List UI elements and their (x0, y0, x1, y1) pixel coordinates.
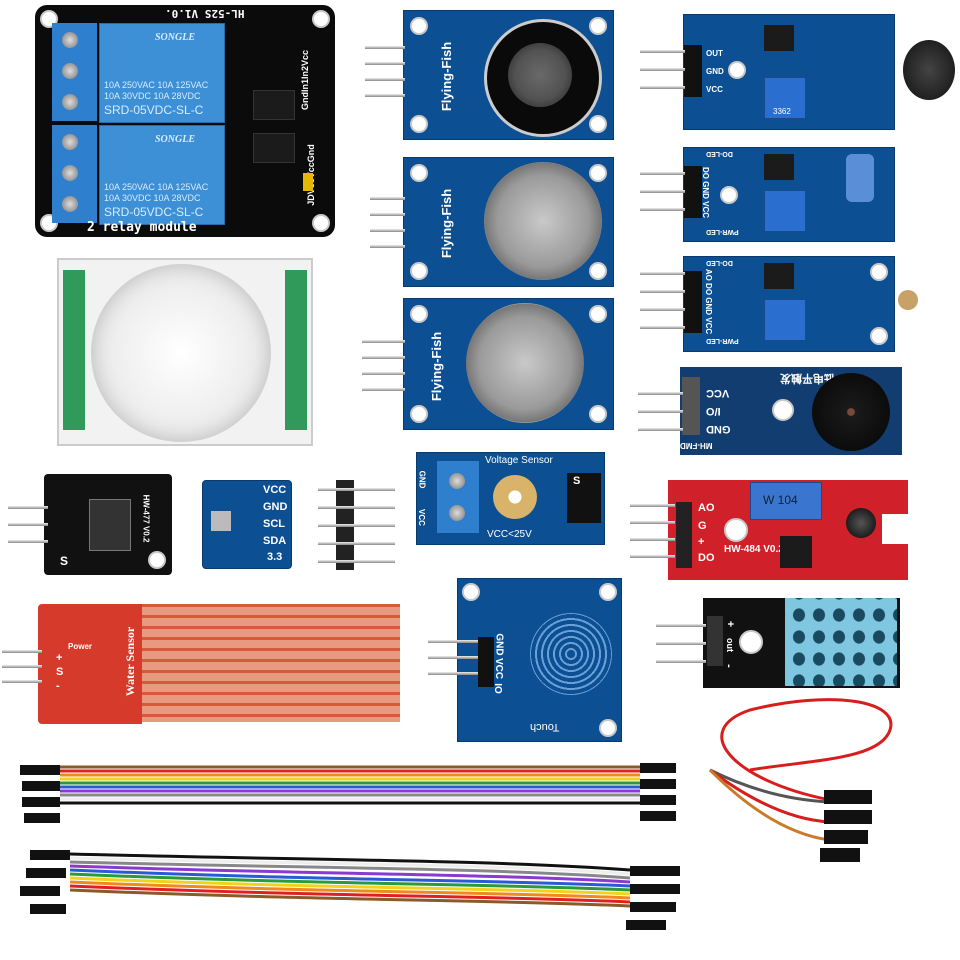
gas-sensor-2: Flying-Fish (403, 157, 614, 287)
gas-sensor-3-label: Flying-Fish (429, 331, 445, 402)
dht-module: + out - (703, 598, 900, 688)
flame-sensor: AO G + DO W 104 HW-484 V0.2 (668, 480, 908, 580)
bmp-pin-sda: SDA (263, 535, 287, 547)
gas-sensor-1-label: Flying-Fish (439, 41, 455, 112)
jumper-wires-short (708, 698, 893, 862)
water-sensor-label: Water Sensor (123, 626, 138, 697)
relay-2: SONGLE 10A 250VAC 10A 125VAC 10A 30VDC 1… (99, 125, 225, 225)
dht-pin-plus: + (724, 620, 737, 628)
buzzer (812, 373, 890, 451)
bmp-pin-vcc: VCC (263, 484, 287, 496)
module3-do-led: DO-LED (706, 259, 733, 266)
flame-pin-plus: + (698, 536, 705, 548)
touch-pin-io: IO (491, 683, 503, 694)
buzzer-pin-vcc: VCC (706, 387, 730, 399)
water-sensor: Water Sensor Power S + - (38, 604, 400, 724)
jumper-wires-ribbon-2 (20, 850, 680, 930)
voltage-s-label: S (573, 475, 581, 487)
gas-sensor-2-label: Flying-Fish (439, 188, 455, 259)
dht-sensor (785, 598, 897, 686)
buzzer-model: MH-FMD (680, 441, 713, 450)
bmp-pin-scl: SCL (263, 518, 285, 530)
buzzer-pin-gnd: GND (706, 423, 731, 435)
flame-pot-label: W 104 (763, 493, 798, 507)
jumper-wires-ribbon-1 (20, 763, 676, 823)
relay-header-labels: GndIn1In2Vcc (300, 49, 311, 111)
touch-pin-vcc: VCC (493, 657, 505, 680)
relay-module: HL-52S V1.0. SONGLE 10A 250VAC 10A 125VA… (35, 5, 335, 237)
water-power-label: Power (68, 642, 93, 651)
touch-label: Touch (530, 721, 560, 733)
bmp-pin-gnd: GND (263, 501, 288, 513)
water-pin-minus: - (56, 680, 60, 692)
voltage-sensor-range: VCC<25V (487, 529, 532, 540)
pir-dome (91, 264, 271, 442)
voltage-pin-vcc: VCC (416, 509, 426, 526)
sound-pin-vcc: VCC (706, 85, 723, 94)
module3-pwr-led: PWR-LED (706, 337, 739, 344)
relay-module-label: 2 relay module (87, 220, 197, 235)
bmp-module: VCC GND SCL SDA 3.3 (202, 480, 292, 569)
touch-sensor: GND VCC IO Touch (457, 578, 622, 742)
microphone (903, 40, 955, 100)
voltage-sensor: Voltage Sensor VCC<25V GND VCC S (416, 452, 605, 545)
module2-do-led: DO-LED (706, 150, 733, 157)
sound-pot-label: 3362 (773, 107, 791, 116)
flame-pin-g: G (698, 520, 707, 532)
buzzer-pin-io: I/O (706, 405, 721, 417)
sound-sensor: OUT GND VCC 3362 (683, 14, 895, 130)
water-pin-plus: + (56, 652, 63, 664)
module3-pins: AO DO GND VCC (704, 268, 714, 335)
touch-pin-gnd: GND (493, 633, 505, 656)
pir-sensor (57, 258, 313, 446)
gas-sensor-1: Flying-Fish (403, 10, 614, 140)
buzzer-module: 低电平触发 VCC I/O GND MH-FMD (680, 367, 902, 455)
dht-pin-out: out (725, 638, 735, 652)
flame-pin-ao: AO (698, 502, 715, 514)
voltage-pin-gnd: GND (417, 470, 427, 489)
sensor-module-3: AO DO GND VCC DO-LED PWR-LED (683, 256, 895, 352)
relay-model-label: HL-52S V1.0. (165, 7, 245, 20)
voltage-sensor-title: Voltage Sensor (485, 455, 553, 466)
module2-pins: DO GND VCC (701, 166, 711, 219)
bmp-voltage: 3.3 (267, 551, 283, 563)
flame-pin-do: DO (698, 552, 715, 564)
photoresistor (898, 290, 918, 310)
hw477-pin-s: S (60, 554, 69, 568)
hw477-module: HW-477 V0.2 S (44, 474, 172, 575)
touch-pad[interactable] (530, 613, 612, 695)
water-pin-s: S (56, 666, 64, 678)
relay-1: SONGLE 10A 250VAC 10A 125VAC 10A 30VDC 1… (99, 23, 225, 123)
sensor-module-2: DO GND VCC DO-LED PWR-LED (683, 147, 895, 242)
hw477-model: HW-477 V0.2 (141, 494, 151, 543)
flame-model: HW-484 V0.2 (724, 544, 784, 555)
sound-pin-out: OUT (706, 49, 723, 58)
sound-pin-gnd: GND (706, 67, 724, 76)
module2-pwr-led: PWR-LED (706, 228, 739, 235)
gas-sensor-3: Flying-Fish (403, 298, 614, 430)
dht-pin-minus: - (722, 664, 735, 668)
